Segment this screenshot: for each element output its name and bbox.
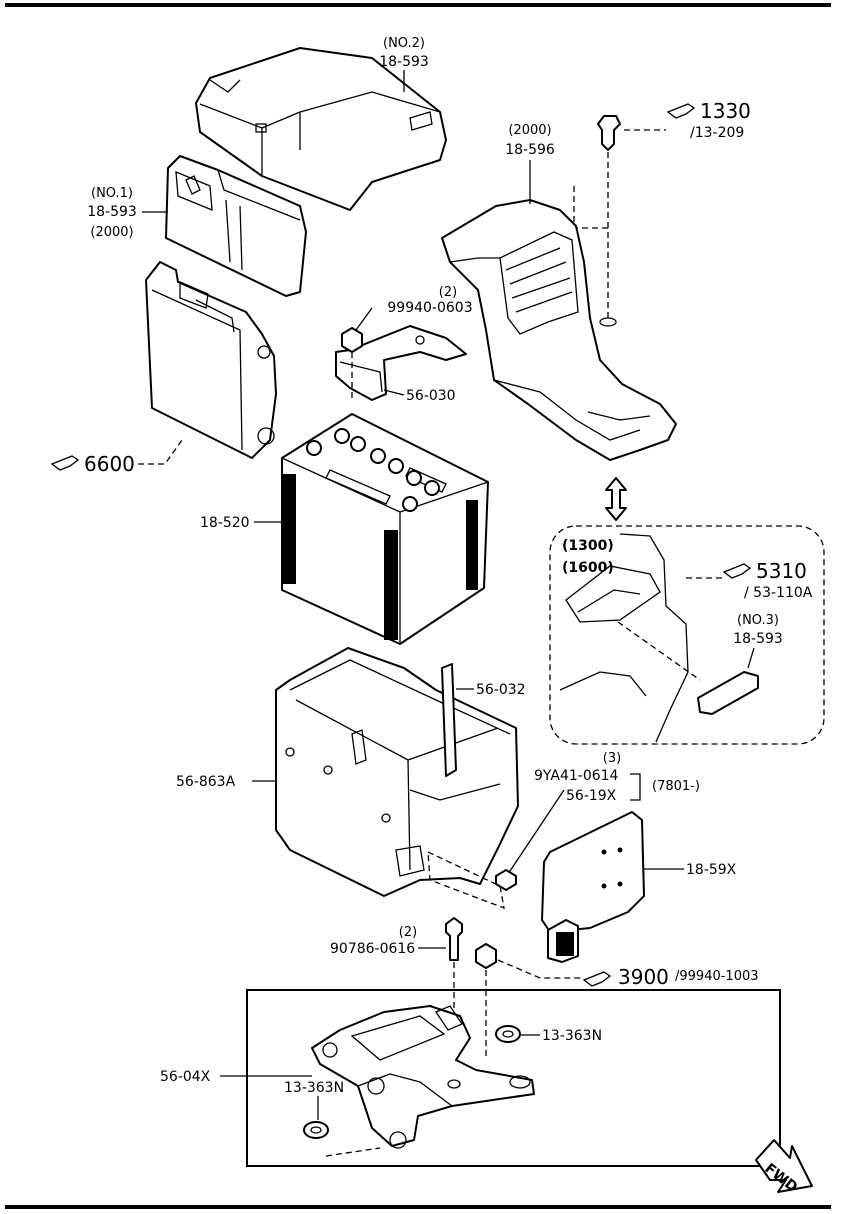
fwd-arrow-icon: FWD <box>755 1139 813 1196</box>
shield-part[interactable] <box>541 811 645 963</box>
nut-top-qty: (2) <box>439 285 457 300</box>
bolt-group-note: (7801-) <box>652 779 700 794</box>
bolt-small-part[interactable] <box>495 869 517 891</box>
shield-code: 18-59X <box>686 862 737 878</box>
double-arrow-icon <box>605 477 627 521</box>
bolt-group-code1: 9YA41-0614 <box>534 768 619 784</box>
cover-no1-note: (2000) <box>90 225 133 240</box>
cover-no1-qualifier: (NO.1) <box>91 186 133 201</box>
clip-ref: 1330 <box>700 99 751 123</box>
nut-bottom-sub: /99940-1003 <box>675 969 759 984</box>
bolt-bottom-qty: (2) <box>399 925 417 940</box>
bolt-group-code2: 56-19X <box>566 788 617 804</box>
holddown-outline <box>427 850 505 910</box>
detail-code: 18-593 <box>733 631 783 647</box>
bolt-bottom-code: 90786-0616 <box>330 941 415 957</box>
rod-part[interactable] <box>441 663 457 777</box>
pointer-hand-icon <box>722 563 752 579</box>
cover-no2-qualifier: (NO.2) <box>383 36 425 51</box>
cover-no2-part[interactable] <box>195 47 447 211</box>
ecu-ref: 6600 <box>84 452 135 476</box>
bracket-part[interactable] <box>335 325 467 401</box>
cover-no2-code: 18-593 <box>379 54 429 70</box>
clip-sub: /13-209 <box>690 125 744 141</box>
battery-code: 18-520 <box>200 515 250 531</box>
cover-no1-part[interactable] <box>165 155 307 297</box>
nut-top-code: 99940-0603 <box>387 300 472 316</box>
detail-year1: (1300) <box>562 538 614 554</box>
bolt-group-leader <box>507 789 565 875</box>
duct-qualifier: (2000) <box>508 123 551 138</box>
nut-top-part[interactable] <box>341 327 363 353</box>
detail-year2: (1600) <box>562 560 614 576</box>
duct-code: 18-596 <box>505 142 555 158</box>
pointer-hand-icon <box>50 455 80 471</box>
detail-ref: 5310 <box>756 559 807 583</box>
carrier-part[interactable] <box>311 1005 535 1149</box>
pointer-hand-icon <box>666 103 696 119</box>
nut-top-leader <box>355 307 373 331</box>
cover-no1-code: 18-593 <box>87 204 137 220</box>
nut-bottom-ref: 3900 <box>618 965 669 989</box>
grommet-left-axis <box>325 1147 381 1157</box>
top-rule <box>5 3 831 7</box>
detail-leader <box>747 647 755 669</box>
bolt-group-bracket <box>630 773 641 801</box>
detail-sub: / 53-110A <box>744 585 813 601</box>
detail-box <box>549 525 825 745</box>
battery-part[interactable] <box>281 413 489 645</box>
carrier-box <box>246 989 781 1167</box>
grommet-right-code: 13-363N <box>542 1028 602 1044</box>
ecu-leader <box>138 439 183 465</box>
battery-tray-part[interactable] <box>275 647 519 897</box>
cover-no3-part[interactable] <box>697 671 759 715</box>
detail-qualifier: (NO.3) <box>737 613 779 628</box>
tray-code: 56-863A <box>176 774 236 790</box>
grommet-right-part[interactable] <box>495 1025 521 1043</box>
bracket-leader <box>383 389 405 396</box>
carrier-code: 56-04X <box>160 1069 211 1085</box>
rod-code: 56-032 <box>476 682 526 698</box>
grommet-left-code: 13-363N <box>284 1080 344 1096</box>
grommet-left-part[interactable] <box>303 1121 329 1139</box>
bracket-code: 56-030 <box>406 388 456 404</box>
bottom-rule <box>5 1205 831 1209</box>
nut-bottom-part[interactable] <box>475 943 497 969</box>
nut-bottom-leader <box>497 959 584 979</box>
ecu-box-part[interactable] <box>145 261 277 459</box>
pointer-hand-icon <box>582 971 612 987</box>
clip-part[interactable] <box>597 115 621 151</box>
bolt-group-qty: (3) <box>603 751 621 766</box>
bolt-bottom-part[interactable] <box>445 917 463 961</box>
air-duct-part[interactable] <box>441 199 677 461</box>
